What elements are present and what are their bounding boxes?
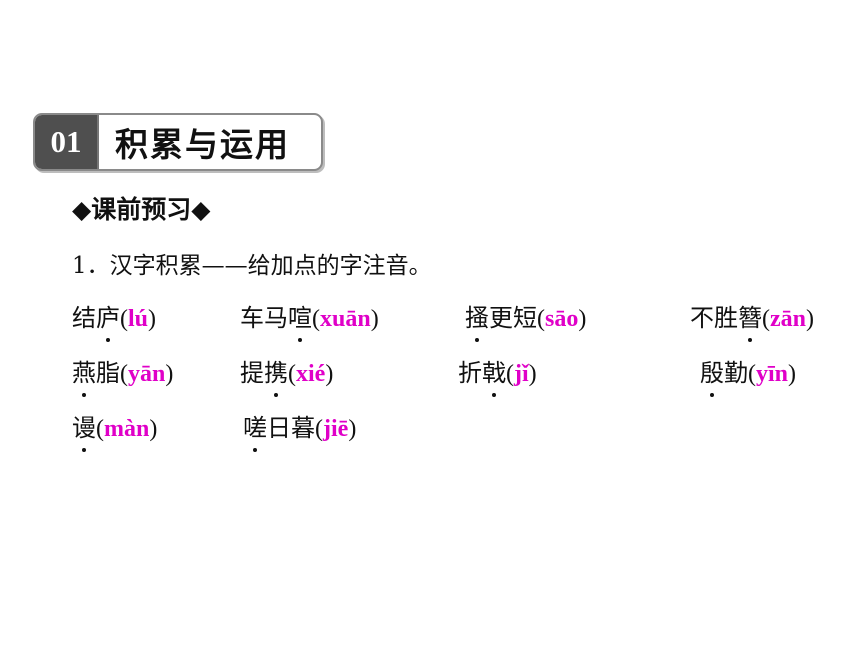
vocab-item: 结庐(lú)	[72, 304, 157, 342]
section-title: 积累与运用	[115, 125, 290, 164]
vocab-item: 燕脂(yān)	[72, 359, 174, 397]
pinyin: lú	[128, 306, 149, 332]
dotted-char: 燕	[72, 359, 96, 397]
dotted-char: 喧	[288, 304, 312, 342]
section-divider	[97, 115, 103, 169]
section-number: 01	[35, 115, 97, 169]
vocab-item: 搔更短(sāo)	[465, 304, 587, 342]
vocab-item: 提携(xié)	[240, 359, 334, 397]
pinyin: zān	[770, 306, 806, 332]
vocab-item: 不胜簪(zān)	[690, 304, 814, 342]
dotted-char: 搔	[465, 304, 489, 342]
dotted-char: 嗟	[243, 414, 267, 452]
pinyin: yān	[128, 361, 166, 387]
section-header: 01 积累与运用	[33, 113, 323, 171]
subsection-heading: ◆课前预习◆	[72, 195, 211, 224]
dotted-char: 殷	[700, 359, 724, 397]
dotted-char: 戟	[482, 359, 506, 397]
pinyin: jiē	[323, 416, 349, 442]
vocab-item: 折戟(jǐ)	[458, 359, 537, 397]
pinyin: yīn	[756, 361, 789, 387]
pinyin: xuān	[320, 306, 371, 332]
dotted-char: 谩	[72, 414, 96, 452]
dotted-char: 簪	[738, 304, 762, 342]
pinyin: màn	[104, 416, 150, 442]
pinyin: sāo	[545, 306, 579, 332]
vocab-item: 嗟日暮(jiē)	[243, 414, 357, 452]
vocab-item: 车马喧(xuān)	[240, 304, 379, 342]
pinyin: jǐ	[514, 361, 529, 387]
dotted-char: 携	[264, 359, 288, 397]
vocab-item: 殷勤(yīn)	[700, 359, 797, 397]
dotted-char: 庐	[96, 304, 120, 342]
vocab-item: 谩(màn)	[72, 414, 158, 452]
pinyin: xié	[296, 361, 326, 387]
instruction-text: 1．汉字积累——给加点的字注音。	[72, 253, 432, 279]
